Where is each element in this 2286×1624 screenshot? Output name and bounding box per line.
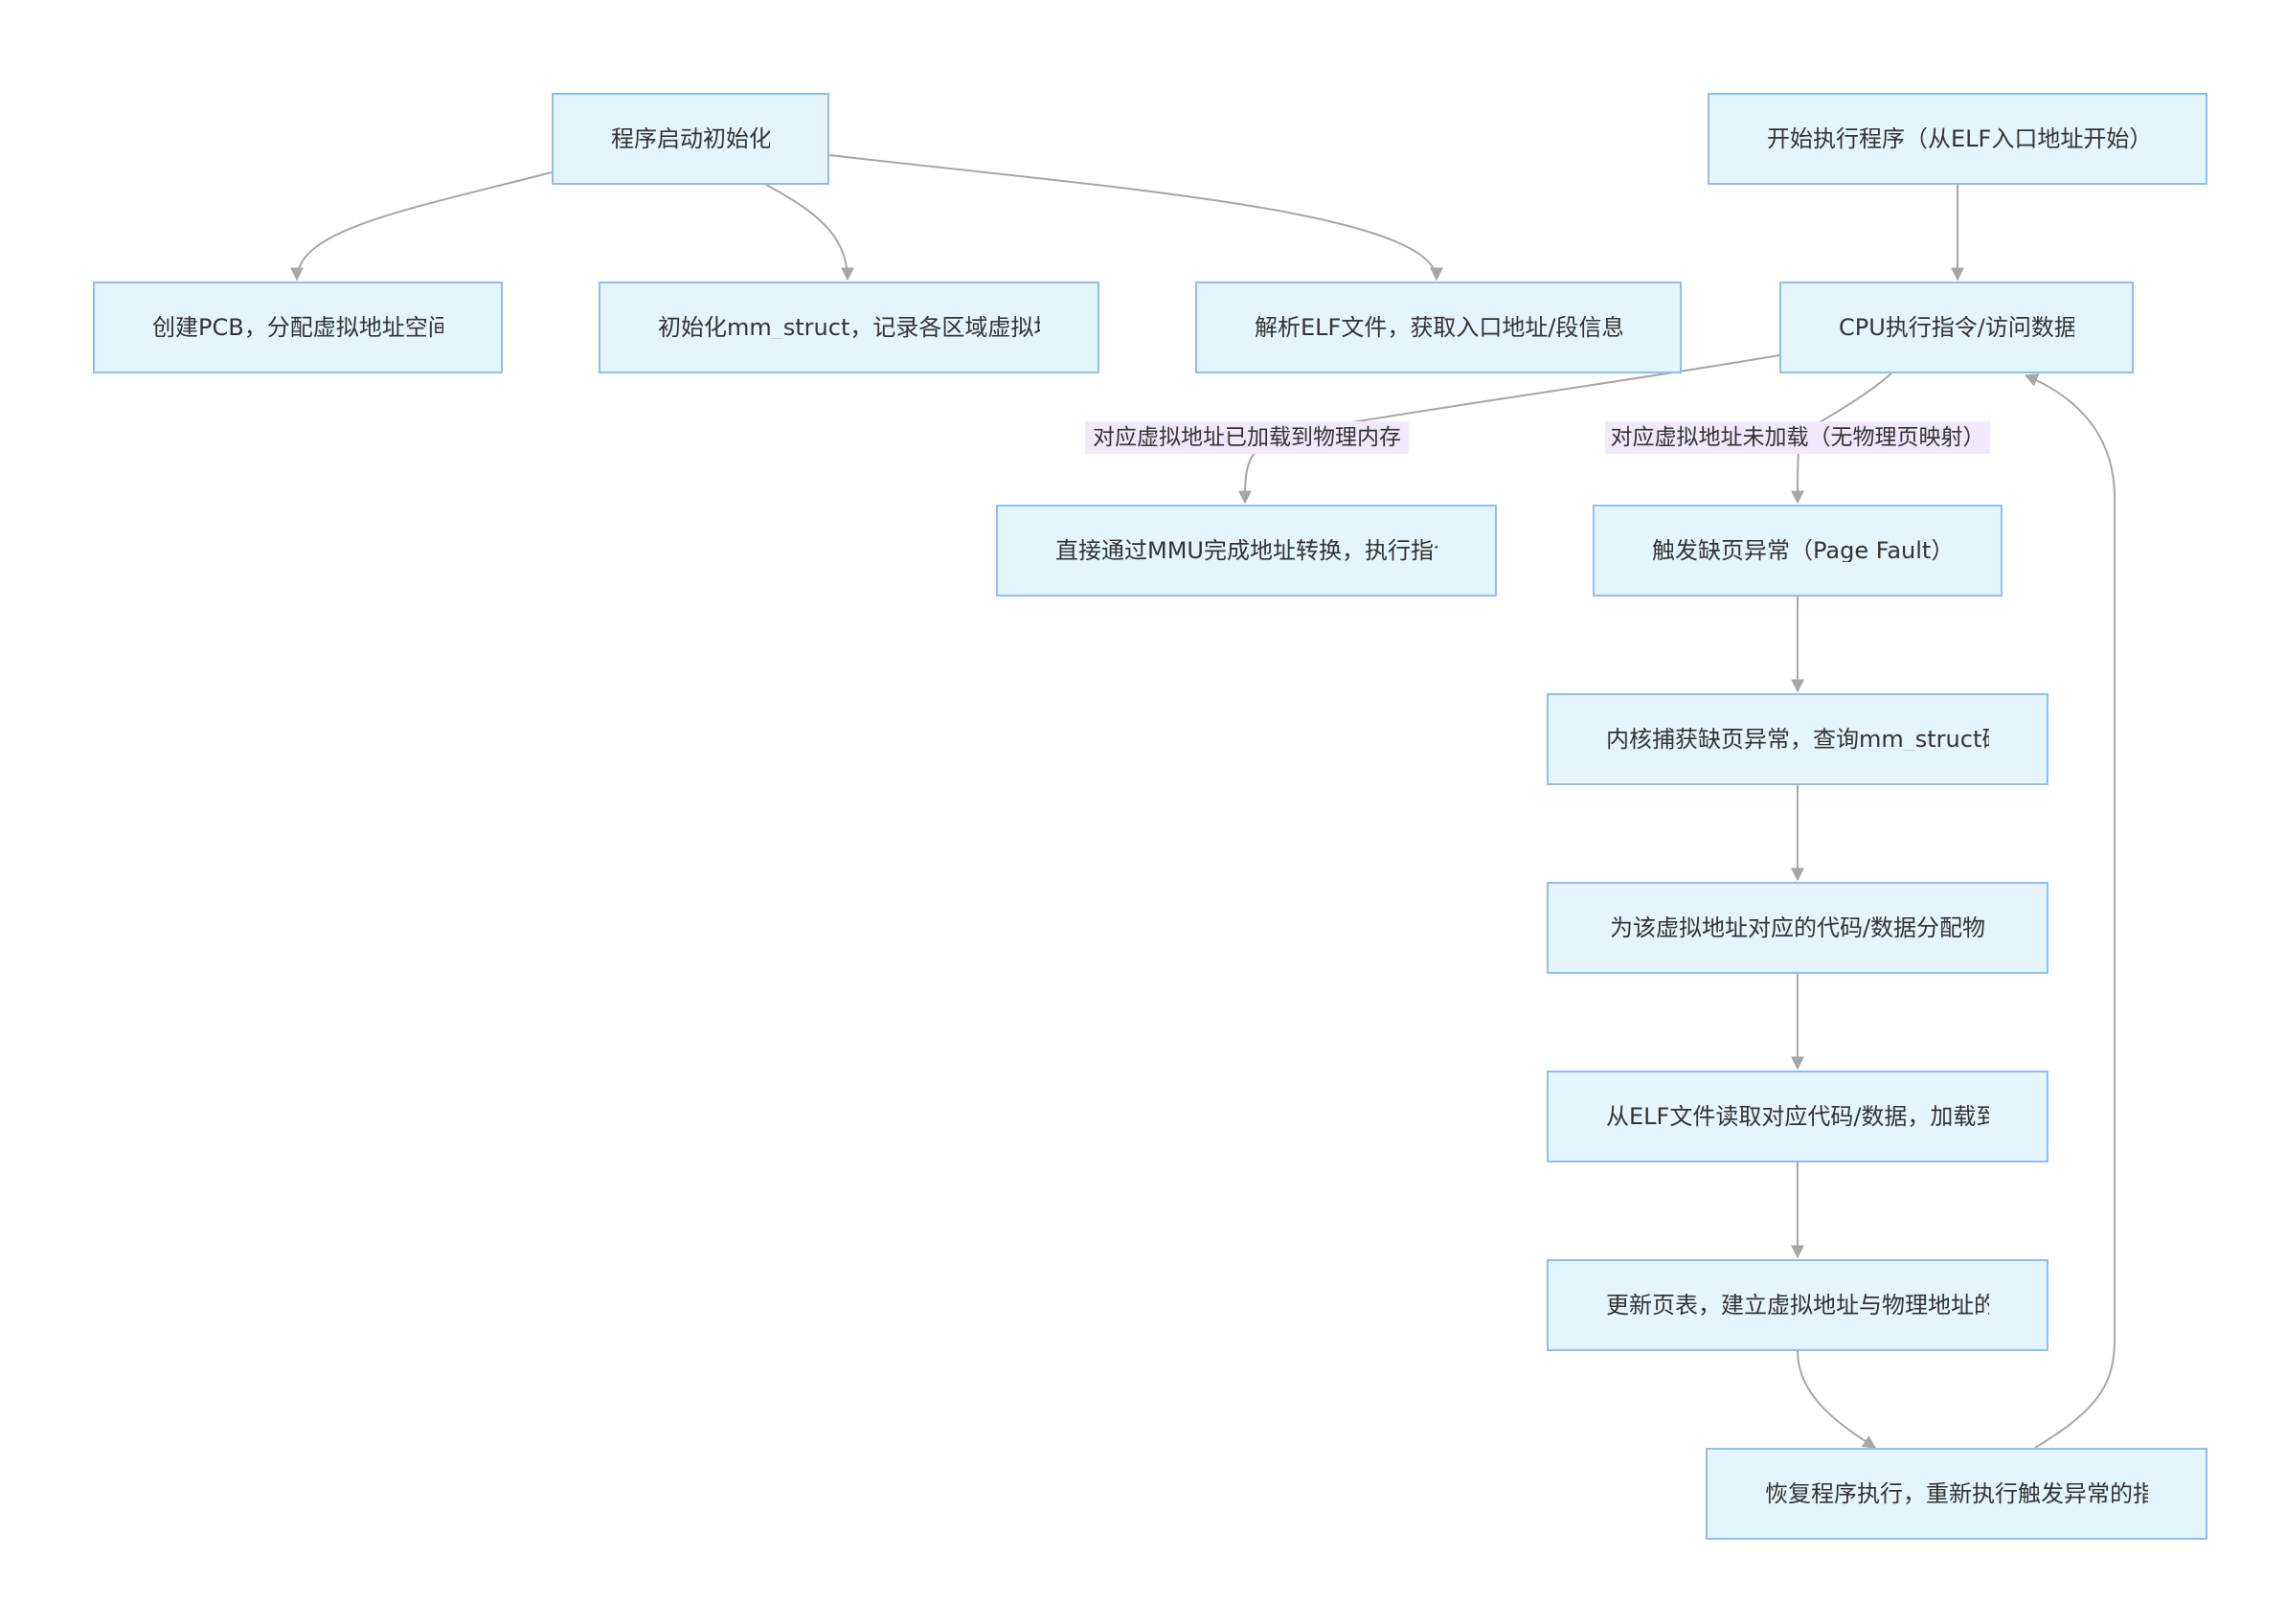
edge-init-to-mm <box>765 184 854 282</box>
edge-pagetable-to-resume <box>1797 1350 1877 1449</box>
edge-init-to-elf <box>828 154 1443 282</box>
node-cpu[interactable]: CPU执行指令/访问数据 <box>1779 282 2134 373</box>
node-pcb[interactable]: 创建PCB，分配虚拟地址空间 <box>93 282 503 373</box>
node-kernel[interactable]: 内核捕获缺页异常，查询mm_struct确 <box>1547 693 2048 785</box>
node-label: 为该虚拟地址对应的代码/数据分配物 <box>1609 916 1986 939</box>
edge-init-to-pcb <box>290 171 553 282</box>
node-mmu[interactable]: 直接通过MMU完成地址转换，执行指令 <box>996 505 1497 597</box>
node-label: 从ELF文件读取对应代码/数据，加载到 <box>1606 1105 1989 1128</box>
node-pagetable[interactable]: 更新页表，建立虚拟地址与物理地址的 <box>1547 1259 2048 1351</box>
edge-label-cpu-to-mmu: 对应虚拟地址已加载到物理内存 <box>1085 421 1409 454</box>
node-mm[interactable]: 初始化mm_struct，记录各区域虚拟地 <box>599 282 1099 373</box>
node-pf[interactable]: 触发缺页异常（Page Fault） <box>1593 505 2003 597</box>
node-resume[interactable]: 恢复程序执行，重新执行触发异常的指 <box>1706 1448 2207 1540</box>
node-start[interactable]: 开始执行程序（从ELF入口地址开始） <box>1708 93 2207 185</box>
node-label: 直接通过MMU完成地址转换，执行指令 <box>1055 539 1437 562</box>
node-label: 恢复程序执行，重新执行触发异常的指 <box>1765 1482 2148 1505</box>
node-init[interactable]: 程序启动初始化 <box>552 93 829 185</box>
node-label: 解析ELF文件，获取入口地址/段信息 <box>1255 316 1622 339</box>
node-label: 创建PCB，分配虚拟地址空间 <box>152 316 443 339</box>
node-read[interactable]: 从ELF文件读取对应代码/数据，加载到 <box>1547 1071 2048 1162</box>
node-alloc[interactable]: 为该虚拟地址对应的代码/数据分配物 <box>1547 882 2048 974</box>
edge-label-cpu-to-pf: 对应虚拟地址未加载（无物理页映射） <box>1605 421 1990 454</box>
node-label: 程序启动初始化 <box>611 127 770 150</box>
node-label: CPU执行指令/访问数据 <box>1839 316 2074 339</box>
node-label: 开始执行程序（从ELF入口地址开始） <box>1767 127 2148 150</box>
node-label: 触发缺页异常（Page Fault） <box>1652 539 1943 562</box>
node-label: 初始化mm_struct，记录各区域虚拟地 <box>658 316 1040 339</box>
node-label: 更新页表，建立虚拟地址与物理地址的 <box>1606 1294 1989 1317</box>
node-elf[interactable]: 解析ELF文件，获取入口地址/段信息 <box>1195 282 1682 373</box>
node-label: 内核捕获缺页异常，查询mm_struct确 <box>1606 728 1989 751</box>
edge-resume-to-cpu <box>2024 373 2116 1449</box>
